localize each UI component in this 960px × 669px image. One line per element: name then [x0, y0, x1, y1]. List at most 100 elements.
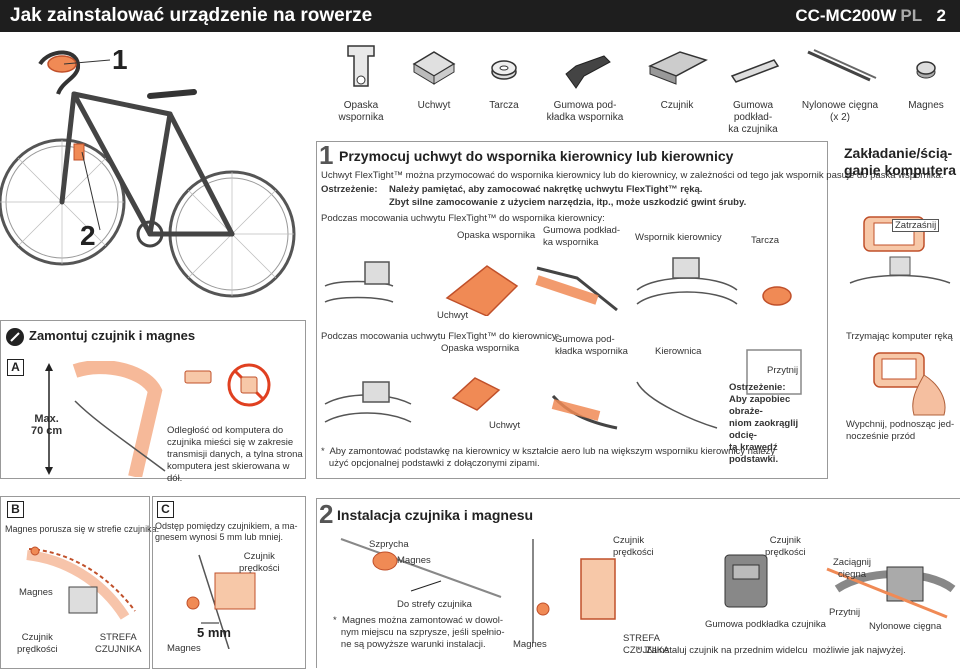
bar-heading: Podczas mocowania uchwytu FlexTight™ do … [321, 331, 560, 342]
warning-box: Ostrzeżenie: Aby zapobiec obraże- niom z… [729, 382, 825, 466]
stem-label-strap: Opaska wspornika [457, 230, 536, 241]
step1-warning-label: Ostrzeżenie: [321, 184, 378, 195]
nylon-tie-icon [807, 49, 877, 82]
mount-title: Zakładanie/ścią- ganie komputera [844, 145, 957, 178]
bracket-icon [412, 51, 456, 85]
callout-2: 2 [80, 220, 96, 251]
part-nylon-tie: Nylonowe cięgna (x 2) [800, 36, 880, 123]
sensor-zone-wheel-illustration [532, 539, 616, 643]
bar-label-pad: Gumowa pod- kładka wspornika [555, 334, 628, 357]
part-strap: Opaska wspornika [330, 36, 392, 123]
section-c-magnet: Magnes [167, 643, 201, 654]
sensor-zone-illustration [26, 546, 136, 620]
step2-sensor1: Czujnik prędkości [613, 535, 654, 558]
step2-zone-to: Do strefy czujnika [397, 599, 472, 610]
part-label: Opaska wspornika [338, 100, 384, 123]
step2-magnet: Magnes [397, 555, 431, 566]
bicycle-illustration [0, 50, 296, 298]
section-a-text: Odległość od komputera do czujnika mieśc… [167, 425, 303, 484]
part-rubber-pad: Gumowa pod- kładka wspornika [542, 36, 628, 123]
part-dial: Tarcza [476, 36, 532, 111]
part-label: Czujnik [660, 100, 694, 111]
magnet-install-illustration [340, 538, 502, 598]
sensor-pad-icon [730, 59, 780, 83]
section-a: Zamontuj czujnik i magnes A Max. 70 cm O… [0, 320, 306, 484]
bar-mount-illustration [324, 349, 802, 430]
strap-icon [347, 45, 375, 87]
stem-label-dial: Tarcza [751, 235, 779, 246]
section-c-sensor: Czujnik prędkości [239, 551, 280, 574]
stem-heading: Podczas mocowania uchwytu FlexTight™ do … [321, 213, 605, 224]
part-label: Magnes [908, 100, 944, 111]
page-header: Jak zainstalować urządzenie na rowerze C… [0, 0, 960, 32]
step2-number: 2 [319, 499, 334, 529]
magnet-icon [916, 61, 936, 79]
section-b: B Magnes porusza się w strefie czujnika.… [0, 496, 159, 669]
step1-footnote: * Aby zamontować podstawkę na kierownicy… [321, 446, 776, 469]
warning-title: Ostrzeżenie: [729, 382, 786, 393]
gap-illustration [186, 554, 256, 649]
section-b-zone: STREFA CZUJNIKA [95, 632, 142, 655]
part-label: Tarcza [489, 100, 519, 111]
part-sensor-pad: Gumowa podkład- ka czujnika [716, 36, 790, 135]
language-code: PL [900, 6, 922, 25]
part-label: Uchwyt [417, 100, 451, 111]
parts-list: Opaska wspornika Uchwyt Tarcza Gumowa po… [330, 36, 956, 135]
section-c: C Odstęp pomiędzy czujnikiem, a ma- gnes… [152, 496, 306, 669]
step2-spoke: Szprycha [369, 539, 409, 550]
section-c-box: C [157, 501, 174, 518]
max-distance-label: Max. 70 cm [31, 413, 63, 437]
gap-label: 5 mm [197, 625, 231, 640]
step2-note: * Magnes można zamontować w dowol- nym m… [333, 615, 505, 650]
stem-label-stem: Wspornik kierownicy [635, 232, 722, 243]
step2-cut: Przytnij [829, 607, 861, 618]
tool-icon [6, 328, 24, 346]
step2-zone: STREFA CZUJNIKA [623, 633, 670, 656]
step1-section: 1 Przymocuj uchwyt do wspornika kierowni… [316, 140, 944, 479]
part-bracket: Uchwyt [406, 36, 462, 111]
step2-tie: Nylonowe cięgna [869, 621, 942, 632]
part-label: Nylonowe cięgna (x 2) [801, 100, 879, 123]
step1-warning-line1: Należy pamiętać, aby zamocować nakrętkę … [389, 184, 703, 195]
model-name: CC-MC200W [795, 6, 897, 25]
mount-hold-label: Trzymając komputer ręką [846, 331, 953, 342]
section-b-text: Magnes porusza się w strefie czujnika. [5, 524, 160, 534]
step1-number: 1 [319, 140, 334, 170]
step2-title: Instalacja czujnika i magnesu [337, 507, 534, 523]
page-title: Jak zainstalować urządzenie na rowerze [10, 5, 373, 26]
section-a-box: A [7, 359, 24, 376]
step2-pad: Gumowa podkładka czujnika [705, 619, 826, 630]
section-b-box: B [7, 501, 24, 518]
bar-label-bracket: Uchwyt [489, 420, 521, 431]
bar-label-press: Przytnij [767, 365, 799, 376]
step2-magnet2: Magnes [513, 639, 547, 650]
stem-label-bracket: Uchwyt [437, 310, 469, 321]
section-b-sensor: Czujnik prędkości [17, 632, 58, 655]
step1-description: Uchwyt FlexTight™ można przymocować do w… [321, 170, 944, 181]
section-a-title: Zamontuj czujnik i magnes [29, 328, 196, 343]
stem-mount-illustration [324, 257, 792, 316]
step2-section: 2 Instalacja czujnika i magnesu Szprycha… [316, 498, 960, 668]
sensor-icon [648, 51, 708, 85]
part-label: Gumowa pod- kładka wspornika [546, 100, 624, 123]
step2-tighten: Zaciągnij cięgna [833, 557, 872, 580]
step1-warning-line2: Zbyt silne zamocowanie z użyciem narzędz… [389, 197, 747, 208]
nylon-tie-illustration [826, 566, 956, 619]
orientation-illustration [184, 363, 271, 407]
section-c-text: Odstęp pomiędzy czujnikiem, a ma- gnesem… [155, 521, 298, 542]
stem-label-pad: Gumowa podkład- ka wspornika [543, 225, 621, 248]
step2-footnote: * Zainstaluj czujnik na przednim widelcu… [637, 645, 906, 656]
callout-1: 1 [112, 44, 128, 75]
warning-text: Aby zapobiec obraże- niom zaokrąglij odc… [729, 394, 799, 465]
part-sensor: Czujnik [640, 36, 714, 111]
distance-illustration [45, 361, 166, 477]
part-label: Gumowa podkład- ka czujnika [728, 100, 778, 135]
step2-sensor2: Czujnik prędkości [765, 535, 806, 558]
dial-icon [491, 60, 517, 80]
release-text: Wypchnij, podnosząc jed- nocześnie przód [846, 419, 955, 442]
mount-click-label: Zatrzaśnij [892, 219, 940, 232]
sensor-pad-illustration [724, 554, 768, 608]
part-magnet: Magnes [896, 36, 956, 111]
page-number: 2 [936, 6, 946, 25]
